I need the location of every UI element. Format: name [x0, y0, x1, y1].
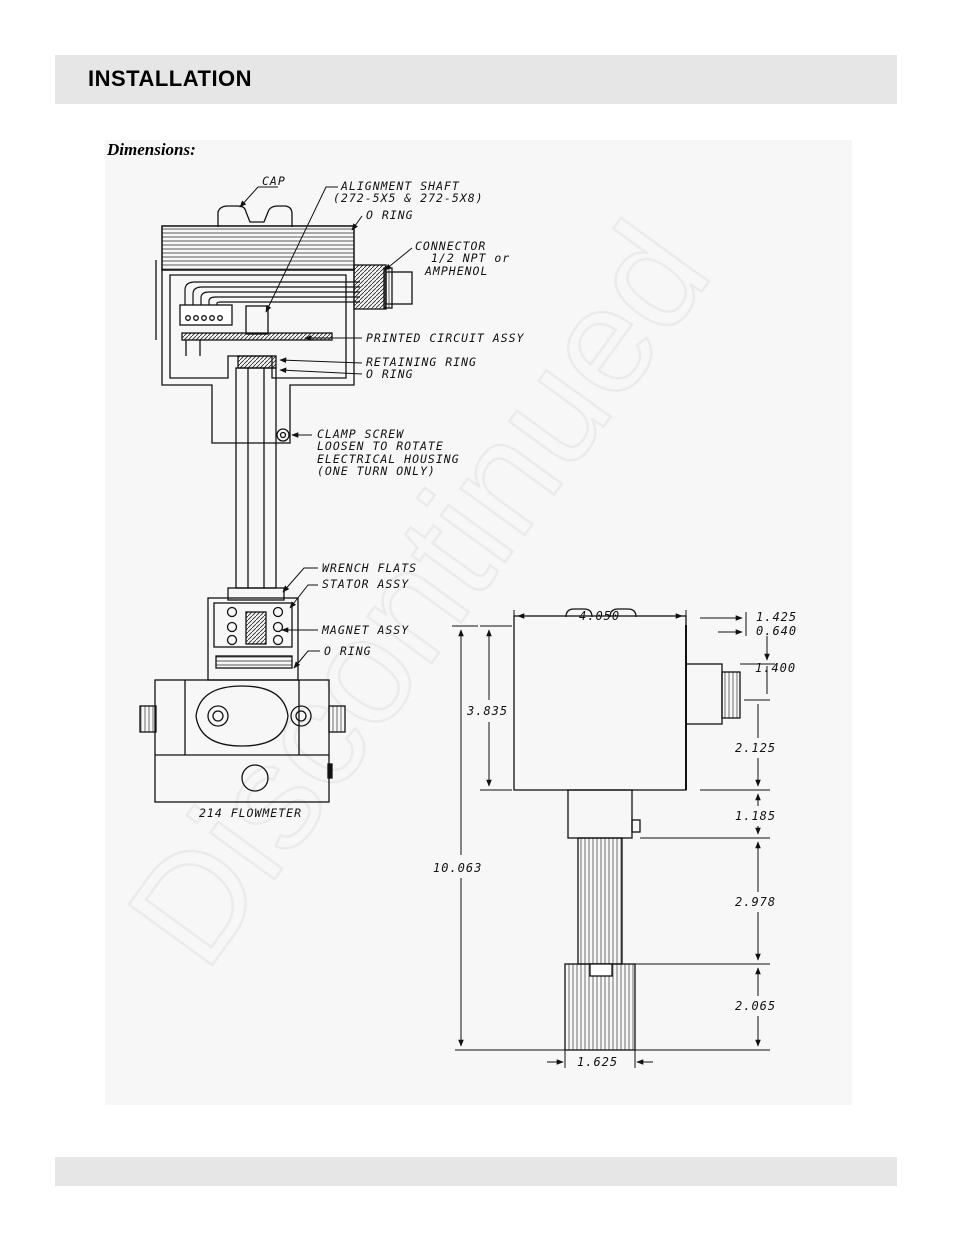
dim-conn-a: 1.425 — [756, 610, 797, 624]
dim-width-housing: 4.050 — [579, 609, 620, 623]
dim-2125: 2.125 — [735, 741, 776, 755]
label-connector: CONNECTOR — [415, 239, 486, 253]
label-flowmeter: 214 FLOWMETER — [199, 806, 302, 820]
label-clamp-one-turn: (ONE TURN ONLY) — [317, 464, 436, 478]
dimension-lines — [452, 610, 775, 1068]
label-cap: CAP — [262, 174, 286, 188]
label-o-ring-top: O RING — [366, 208, 414, 222]
dim-conn-c: 1.400 — [755, 661, 796, 675]
label-connector-amphenol: AMPHENOL — [424, 264, 488, 278]
label-retaining-ring: RETAINING RING — [366, 355, 477, 369]
section-label: Dimensions: — [107, 140, 196, 159]
label-alignment-shaft: ALIGNMENT SHAFT — [340, 179, 460, 193]
label-o-ring-bottom: O RING — [324, 644, 372, 658]
callout-leaders — [239, 186, 413, 669]
dim-housing-height: 3.835 — [466, 704, 508, 718]
page-title: INSTALLATION — [88, 66, 253, 91]
label-connector-npt: 1/2 NPT or — [431, 251, 510, 265]
dim-1185: 1.185 — [735, 809, 776, 823]
dim-overall: 10.063 — [433, 861, 482, 875]
label-magnet-assy: MAGNET ASSY — [321, 623, 409, 637]
label-stator-assy: STATOR ASSY — [322, 577, 409, 591]
dimension-values: 4.050 1.425 0.640 1.400 3.835 2.125 1.18… — [433, 609, 797, 1069]
footer-bar — [55, 1157, 897, 1186]
label-alignment-shaft-models: (272-5X5 & 272-5X8) — [333, 191, 484, 205]
header-bar: INSTALLATION — [55, 55, 897, 104]
dimension-drawing — [513, 608, 741, 1051]
label-wrench-flats: WRENCH FLATS — [322, 561, 417, 575]
label-o-ring-mid: O RING — [366, 367, 414, 381]
dim-2065: 2.065 — [735, 999, 776, 1013]
callout-labels: CAP ALIGNMENT SHAFT (272-5X5 & 272-5X8) … — [199, 174, 525, 820]
dim-conn-b: 0.640 — [756, 624, 797, 638]
label-clamp-housing: ELECTRICAL HOUSING — [317, 452, 460, 466]
cross-section-drawing — [139, 205, 413, 803]
dim-2978: 2.978 — [735, 895, 776, 909]
label-clamp-loosen: LOOSEN TO ROTATE — [317, 439, 444, 453]
dim-base-width: 1.625 — [577, 1055, 618, 1069]
label-clamp-screw: CLAMP SCREW — [317, 427, 404, 441]
label-printed-circuit: PRINTED CIRCUIT ASSY — [366, 331, 525, 345]
